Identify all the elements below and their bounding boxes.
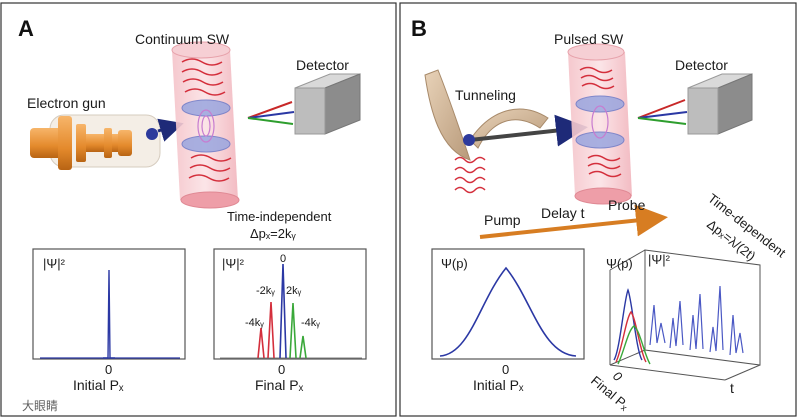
plot-a-final-peak-minus2k: -2kᵧ bbox=[256, 285, 275, 297]
detector-b bbox=[637, 73, 753, 135]
plot-a-final-peak-minus4k-right: -4kᵧ bbox=[301, 317, 320, 329]
plot-b-3d-zero: 0 bbox=[610, 369, 626, 384]
plot-b-initial-xlabel: Initial Pₓ bbox=[473, 377, 524, 393]
pump-probe-arrow bbox=[479, 204, 668, 239]
plot-a-initial-xlabel: Initial Pₓ bbox=[73, 377, 124, 393]
detector-a bbox=[247, 73, 361, 135]
plot-b-3d-mod-label: |Ψ|² bbox=[648, 252, 671, 267]
electron-gun-illustration bbox=[30, 114, 161, 170]
electron-ball bbox=[146, 118, 184, 142]
plot-a-final-peak-2k: 2kᵧ bbox=[286, 285, 302, 297]
watermark: 大眼睛 bbox=[22, 399, 58, 413]
plot-a-final bbox=[213, 248, 367, 360]
plot-a-final-xlabel: Final Pₓ bbox=[255, 377, 304, 393]
panel-b-frame bbox=[399, 2, 797, 417]
label-tunneling: Tunneling bbox=[455, 87, 516, 103]
label-pulsed-sw: Pulsed SW bbox=[554, 31, 624, 47]
continuum-sw-cylinder bbox=[171, 41, 240, 209]
label-detector-a: Detector bbox=[296, 57, 349, 73]
label-time-independent: Time-independent bbox=[227, 209, 332, 224]
label-detector-b: Detector bbox=[675, 57, 728, 73]
label-probe: Probe bbox=[608, 197, 646, 213]
plot-b-initial bbox=[431, 248, 585, 360]
plot-b-initial-zero: 0 bbox=[502, 362, 509, 377]
plot-a-final-zero-top: 0 bbox=[280, 253, 286, 265]
label-delay: Delay t bbox=[541, 205, 585, 221]
pulsed-sw-cylinder bbox=[567, 43, 632, 205]
label-electron-gun: Electron gun bbox=[27, 95, 106, 111]
plot-a-final-ylabel: |Ψ|² bbox=[222, 256, 245, 271]
label-continuum-sw: Continuum SW bbox=[135, 31, 230, 47]
tunneling-barrier bbox=[424, 69, 588, 194]
plot-b-3d-t-label: t bbox=[730, 380, 734, 396]
plot-b-3d bbox=[609, 249, 761, 381]
label-delta-p-a: Δpₓ=2kᵧ bbox=[250, 226, 297, 241]
panel-a-frame bbox=[0, 2, 397, 417]
panel-b-letter: B bbox=[411, 16, 427, 41]
label-pump: Pump bbox=[484, 212, 521, 228]
plot-a-final-zero: 0 bbox=[278, 362, 285, 377]
plot-b-3d-final-label: Final Pₓ bbox=[588, 373, 632, 414]
plot-b-initial-ylabel: Ψ(p) bbox=[441, 256, 468, 271]
plot-a-initial bbox=[32, 248, 186, 360]
plot-a-final-peak-minus4k-left: -4kᵧ bbox=[245, 317, 264, 329]
plot-a-initial-ylabel: |Ψ|² bbox=[43, 256, 66, 271]
plot-a-initial-zero: 0 bbox=[105, 362, 112, 377]
plot-b-3d-psi-label: Ψ(p) bbox=[606, 256, 633, 271]
panel-a-letter: A bbox=[18, 16, 34, 41]
